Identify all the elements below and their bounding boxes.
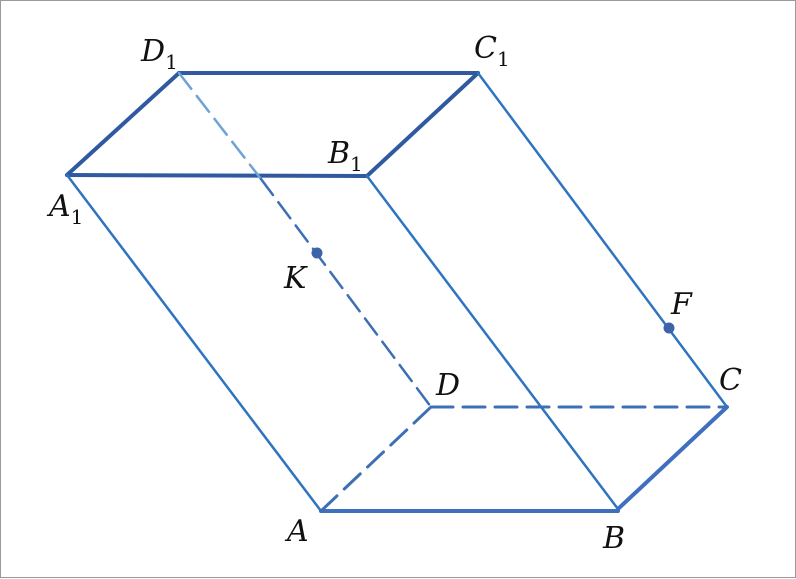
edge-b1-b: [365, 174, 620, 511]
edge-a1-b1: [65, 173, 369, 178]
label-k: K: [283, 261, 308, 296]
edge-a1-a: [65, 173, 323, 513]
label-d: D: [435, 368, 460, 403]
point-k: [311, 247, 323, 259]
edge-b-c: [616, 405, 729, 511]
label-c1: C1: [474, 31, 510, 71]
label-a1: A1: [46, 189, 83, 229]
label-b: B: [602, 521, 625, 556]
edge-d1-a1: [65, 71, 181, 177]
label-f: F: [670, 287, 693, 322]
edge-a-d-hidden: [319, 405, 433, 513]
edge-d1-d-lower-hidden: [259, 177, 433, 409]
label-a: A: [284, 514, 309, 549]
point-f: [663, 322, 675, 334]
edge-d1-d-upper-hidden: [177, 71, 263, 181]
edge-b1-c1: [365, 71, 480, 178]
edge-c1-c: [476, 71, 729, 409]
label-c: C: [719, 363, 742, 398]
label-d1: D1: [140, 34, 178, 74]
label-b1: B1: [327, 136, 363, 176]
